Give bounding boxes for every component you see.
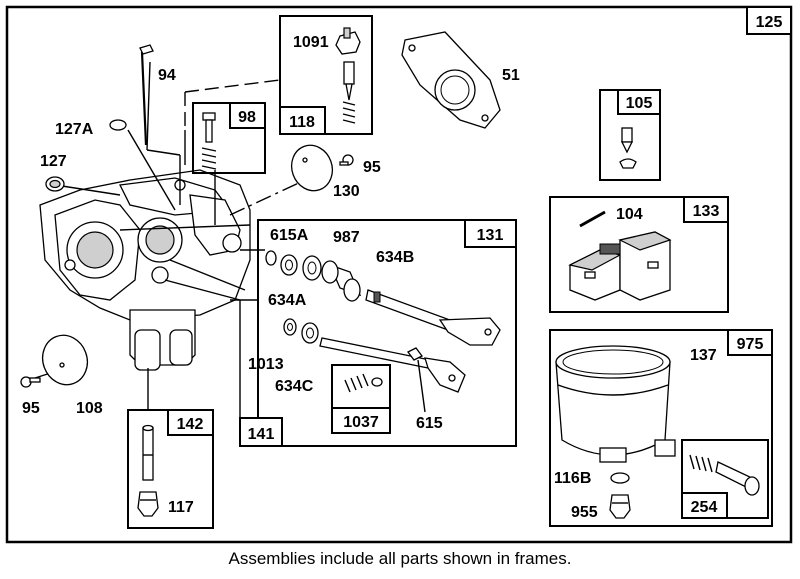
carburetor-body: [39, 169, 251, 371]
part-116B-washer: [610, 472, 630, 484]
frame-254-tab: [681, 492, 728, 519]
callout-142: 142: [177, 416, 204, 433]
part-104-pin: [579, 210, 606, 228]
callout-94: 94: [158, 67, 176, 84]
callout-955: 955: [571, 504, 598, 521]
callout-116B: 116B: [554, 470, 591, 487]
part-254-screw-spring: [689, 454, 760, 496]
frame-133: [549, 196, 729, 313]
callout-634A: 634A: [268, 292, 307, 309]
callout-975: 975: [737, 336, 764, 353]
callout-615A: 615A: [270, 227, 309, 244]
callout-118: 118: [289, 114, 315, 131]
part-98-screw-spring: [201, 112, 217, 170]
part-141-throttle-shaft: [319, 337, 466, 393]
frame-98-tab: [229, 102, 266, 129]
part-1091-cap: [335, 27, 361, 55]
callout-105: 105: [626, 95, 653, 112]
part-51-gasket: [401, 31, 501, 129]
part-955-bowl-nut: [609, 494, 631, 519]
part-1037-spring: [344, 373, 383, 393]
callout-95-bottom: 95: [22, 400, 40, 417]
frame-105-tab: [617, 89, 661, 115]
callout-634C: 634C: [275, 378, 314, 395]
callout-987: 987: [333, 229, 360, 246]
callout-254: 254: [691, 499, 718, 516]
outer-frame: [5, 5, 793, 544]
callout-130: 130: [333, 183, 360, 200]
callout-1013: 1013: [248, 356, 284, 373]
frame-118-tab: [279, 106, 326, 135]
part-95-screw-top: [339, 154, 354, 166]
callout-1037: 1037: [343, 414, 379, 431]
callout-125: 125: [756, 14, 783, 31]
callout-141: 141: [248, 426, 275, 443]
callout-131: 131: [477, 227, 504, 244]
part-634C-washer: [301, 322, 319, 344]
callout-127: 127: [40, 153, 67, 170]
frame-142-tab: [167, 409, 214, 436]
callout-95-top: 95: [363, 159, 381, 176]
part-94-rod: [139, 44, 154, 146]
part-117-jet: [137, 491, 159, 517]
frame-975-tab: [727, 329, 773, 356]
callout-98: 98: [238, 109, 256, 126]
part-127A-washer: [109, 119, 127, 131]
callout-1091: 1091: [293, 34, 329, 51]
callout-117: 117: [168, 499, 194, 516]
part-95-screw-bottom: [20, 376, 41, 388]
callout-51: 51: [502, 67, 520, 84]
callout-137: 137: [690, 347, 717, 364]
callout-634B: 634B: [376, 249, 414, 266]
part-133-float: [568, 231, 672, 301]
frame-1037-tab: [331, 407, 391, 434]
callout-127A: 127A: [55, 121, 94, 138]
part-634A-washer: [280, 254, 298, 276]
part-118-needle: [342, 61, 356, 124]
part-142-nozzle: [142, 424, 154, 481]
part-1013-seal: [283, 318, 297, 336]
frame-975: [549, 329, 773, 527]
callout-108: 108: [76, 400, 103, 417]
part-615A-seal: [265, 250, 277, 266]
part-108-plate: [41, 334, 89, 386]
frame-133-tab: [683, 196, 729, 223]
part-130-plate: [290, 144, 334, 192]
part-987-bushing: [302, 255, 322, 281]
callout-133: 133: [693, 203, 720, 220]
part-131-choke-shaft: [365, 289, 501, 346]
part-105-inlet-needle: [619, 127, 637, 169]
diagram-caption: Assemblies include all parts shown in fr…: [228, 549, 572, 568]
part-137-float-bowl: [555, 345, 676, 463]
part-634B-sleeve: [321, 260, 362, 302]
callout-104: 104: [616, 206, 643, 223]
callout-615: 615: [416, 415, 443, 432]
frame-131-tab: [464, 219, 517, 248]
frame-141-tab: [239, 417, 283, 447]
frame-125: [746, 6, 792, 35]
leader-lines: [34, 61, 306, 440]
